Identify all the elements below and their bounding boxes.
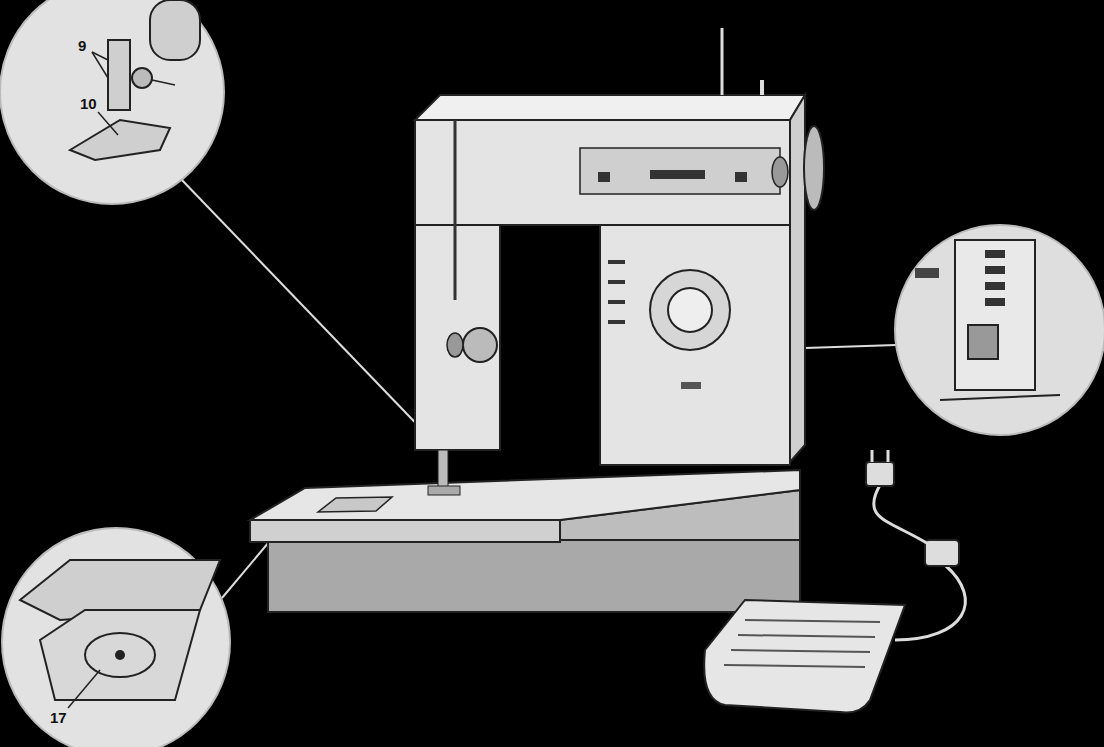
mains-cord <box>874 485 930 545</box>
bobbin-cover <box>40 610 200 700</box>
inset-circle <box>0 0 224 204</box>
arm-side <box>790 95 805 462</box>
inset-leader <box>805 345 896 348</box>
handwheel <box>804 126 824 210</box>
free-arm-front <box>250 520 560 542</box>
upper-arm <box>415 120 790 225</box>
thread-guide <box>454 120 457 300</box>
stitch-panel <box>580 148 780 194</box>
inset-circle <box>2 528 230 747</box>
vent-slot <box>985 298 1005 306</box>
plug-prong <box>871 450 874 462</box>
callout-leader <box>68 670 100 708</box>
machine-pillar <box>600 225 790 465</box>
tension-disc <box>447 333 463 357</box>
selector-lever <box>650 170 705 179</box>
power-socket <box>968 325 998 359</box>
mains-plug <box>866 462 894 486</box>
presser-foot-detail <box>70 120 170 160</box>
rating-plate <box>915 268 939 278</box>
machine-side <box>955 240 1035 390</box>
pedal-rib <box>731 650 870 652</box>
vent-slot <box>608 320 625 324</box>
foot-screw <box>132 68 152 88</box>
inset-leader <box>180 178 432 440</box>
base-edge <box>940 395 1060 400</box>
pattern-dial <box>650 270 730 350</box>
callout-leader <box>152 80 175 85</box>
plug-prong <box>887 450 890 462</box>
presser-foot <box>428 486 460 495</box>
vent-slot <box>608 300 625 304</box>
inset-circle <box>895 225 1104 435</box>
machine-head <box>415 225 500 450</box>
reverse-button <box>681 382 701 389</box>
tension-dial <box>463 328 497 362</box>
spool-pin <box>721 28 724 95</box>
selector-lever <box>735 172 747 182</box>
bobbin-center <box>115 650 125 660</box>
callout-leader <box>98 112 118 135</box>
selector-lever <box>598 172 610 182</box>
bobbin <box>85 633 155 677</box>
pedal-cord <box>895 565 965 640</box>
vent-slot <box>608 280 625 284</box>
pattern-dial-knob <box>668 288 712 332</box>
presser-bar <box>108 40 130 110</box>
needle-plate <box>318 497 392 512</box>
pedal-rib <box>745 620 880 622</box>
machine-base <box>268 540 800 612</box>
callout-number: 9 <box>78 38 86 53</box>
vent-slot <box>985 282 1005 290</box>
thread-spool <box>150 0 200 60</box>
spool-pin <box>760 80 764 95</box>
machine-bed <box>250 470 800 520</box>
pedal-rib <box>724 665 865 667</box>
stitch-dial <box>772 157 788 187</box>
callout-number: 10 <box>80 96 97 111</box>
callout-number: 17 <box>50 710 67 725</box>
vent-slot <box>985 266 1005 274</box>
arm-top <box>415 95 805 120</box>
vent-slot <box>985 250 1005 258</box>
vent-slot <box>608 260 625 264</box>
pedal-rib <box>738 635 875 637</box>
foot-pedal <box>704 600 905 713</box>
needle-bar <box>438 450 448 488</box>
callout-leader <box>92 52 108 78</box>
